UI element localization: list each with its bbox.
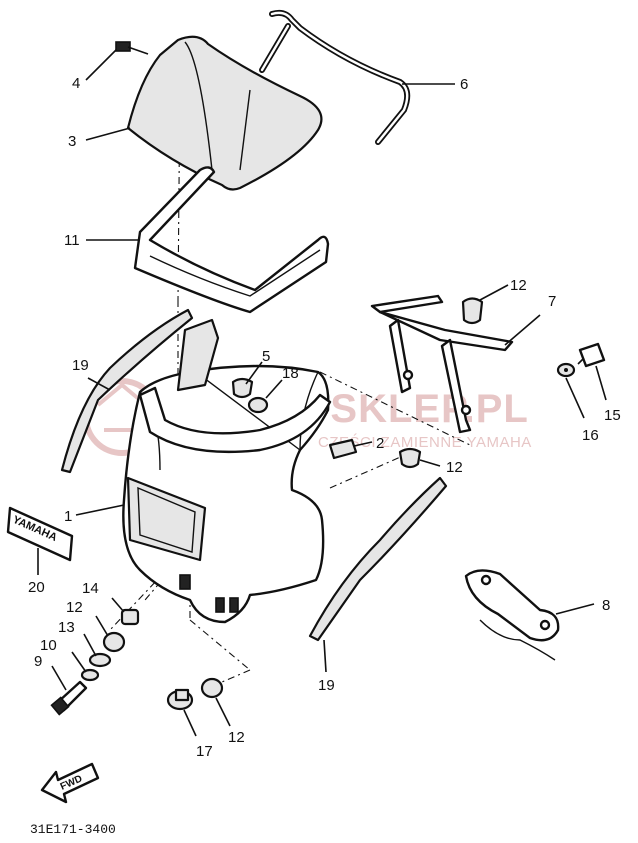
bolt-9: [50, 680, 88, 716]
screw-part-4: [115, 41, 149, 55]
callout-5: 5: [262, 348, 270, 365]
collar-18: [247, 396, 269, 414]
grommet-12-top: [461, 297, 484, 325]
stay-assembly-8: [464, 569, 560, 661]
side-stripe-right: [308, 476, 448, 642]
callout-19-left: 19: [72, 357, 89, 374]
leader-lines: [37, 49, 607, 737]
washer-13: [88, 652, 112, 668]
callout-4: 4: [72, 75, 80, 92]
yamaha-emblem: YAMAHA: [6, 506, 74, 562]
figure-code: 31E171-3400: [30, 822, 116, 837]
callout-6: 6: [460, 76, 468, 93]
callout-14: 14: [82, 580, 99, 597]
callout-18: 18: [282, 365, 299, 382]
callout-20: 20: [28, 579, 45, 596]
callout-12-bottom: 12: [228, 729, 245, 746]
collar-14: [120, 608, 140, 626]
callout-17: 17: [196, 743, 213, 760]
watermark-sub-text: CZĘŚCI ZAMIENNE YAMAHA: [318, 433, 532, 451]
callout-7: 7: [548, 293, 556, 310]
callout-19-right: 19: [318, 677, 335, 694]
windscreen: [126, 35, 323, 191]
side-stripe-left: [60, 308, 194, 474]
grommet-12-left: [102, 631, 126, 653]
callout-12-mid: 12: [446, 459, 463, 476]
washer-10: [80, 668, 100, 682]
callout-1: 1: [64, 508, 72, 525]
fwd-arrow-icon: FWD: [40, 762, 100, 804]
callout-12-top: 12: [510, 277, 527, 294]
vent-left: [215, 597, 225, 613]
collar-17: [166, 688, 194, 711]
callout-12-left: 12: [66, 599, 83, 616]
callout-16: 16: [582, 427, 599, 444]
washer-16: [556, 362, 576, 378]
cowling-top-rim: [138, 386, 332, 454]
callout-3: 3: [68, 133, 76, 150]
pad-2: [328, 438, 358, 460]
callout-10: 10: [40, 637, 57, 654]
bolt-15: [577, 342, 606, 368]
vent-right: [229, 597, 239, 613]
grommet-12-bottom: [200, 677, 224, 699]
callout-2: 2: [376, 435, 384, 452]
callout-8: 8: [602, 597, 610, 614]
headlight-opening: [126, 476, 207, 562]
stay-bracket: [370, 294, 514, 434]
callout-13: 13: [58, 619, 75, 636]
callout-15: 15: [604, 407, 621, 424]
grommet-5: [231, 377, 254, 399]
callout-9: 9: [34, 653, 42, 670]
callouts: 1 2 3 4 5 6 7 8 9 10 11 12 12 12 12 13 1…: [28, 75, 621, 760]
callout-11: 11: [64, 232, 80, 249]
grommet-12-mid: [398, 447, 422, 469]
